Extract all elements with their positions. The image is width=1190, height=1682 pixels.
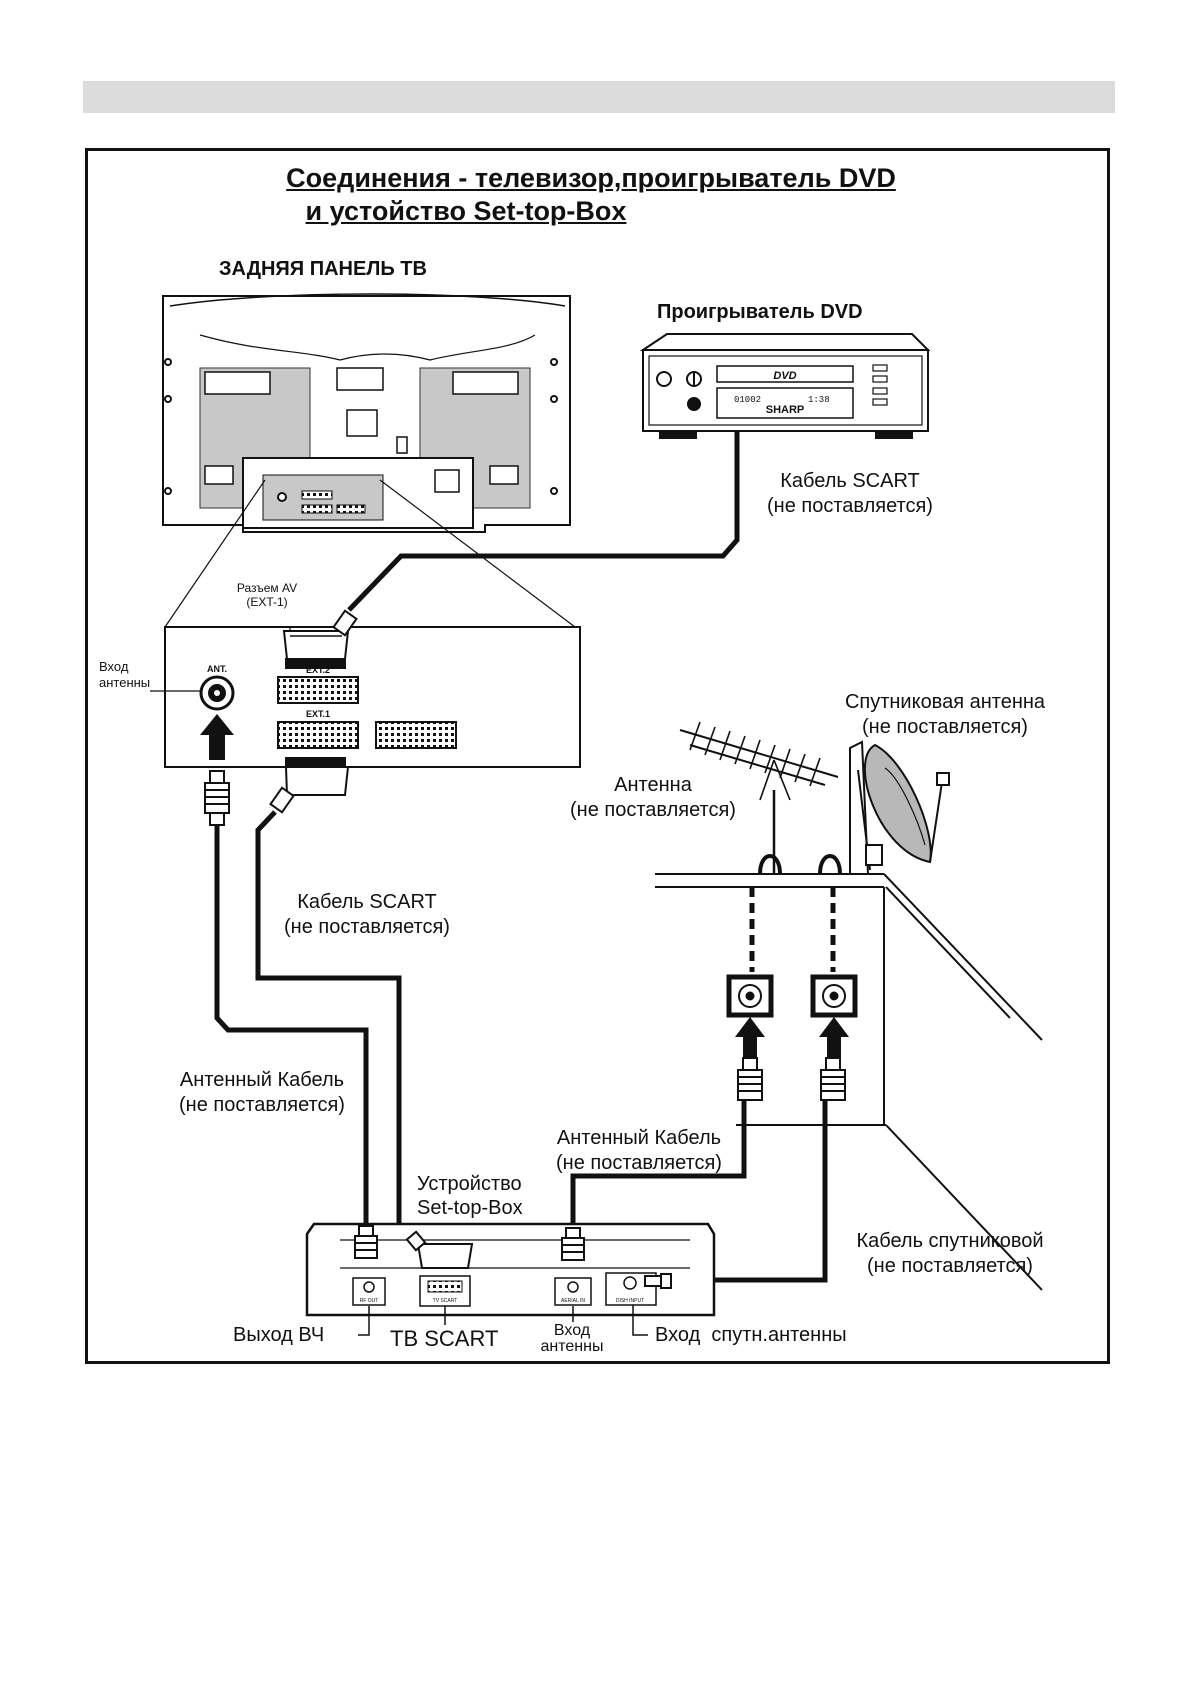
satellite-cable-line2: (не поставляется) [867,1255,1033,1277]
ant-arrow [200,714,234,760]
ant-input-line2: антенны [99,675,151,690]
antenna-label: Антенна (не поставляется) [553,773,753,823]
dvd-logo: DVD [773,370,796,382]
av-socket-label: Разъем AV (EXT-1) [222,581,312,609]
callout-aerial-line2: антенны [540,1338,604,1355]
satellite-cable-line1: Кабель спутниковой [856,1230,1044,1252]
wall-plugs [737,1057,846,1101]
wall-arrows [735,1017,849,1058]
av-panel [150,626,581,768]
dvd-brand: SHARP [766,404,805,416]
scart-cable-stb-label: Кабель SCART (не поставляется) [262,890,472,940]
antenna-line1: Антенна [614,774,692,796]
stb-plugs [354,1225,672,1289]
scart-cable-stb-line2: (не поставляется) [284,916,450,938]
satellite-dish [849,740,950,875]
building [655,873,1043,1291]
terrestrial-antenna [679,721,839,874]
ant-marking: ANT. [207,664,227,674]
dvd-display-right: 1:38 [808,395,830,405]
antenna-cable-left-label: Антенный Кабель (не поставляется) [156,1068,368,1118]
antenna-cable-left-line2: (не поставляется) [179,1094,345,1116]
port-dish-input: DISH INPUT [616,1298,644,1304]
ant-input-label: Вход антенны [99,659,150,691]
tv-back-panel [162,293,571,533]
ext1-marking: EXT.1 [306,709,330,719]
dvd-player [639,333,931,439]
port-rf-out: RF OUT [360,1298,379,1304]
scart-cable-dvd-line2: (не поставляется) [767,495,933,517]
stb-label-line1: Устройство [417,1173,522,1195]
port-aerial-in: AERIAL IN [561,1298,585,1304]
callout-rf-out: Выход ВЧ [233,1324,325,1346]
av-panel-markings: ANT. EXT.2 EXT.1 [207,664,330,719]
dvd-display-left: 01002 [734,395,761,405]
scart-cable-dvd-line1: Кабель SCART [780,470,920,492]
roof-cables [749,854,842,972]
stb-label-line2: Set-top-Box [417,1197,523,1219]
title-line1: Соединения - телевизор,проигрыватель DVD [286,163,896,193]
antenna-plug-tv [204,770,230,826]
dish-line2: (не поставляется) [862,716,1028,738]
av-socket-line2: (EXT-1) [246,595,288,609]
dish-label: Спутниковая антенна (не поставляется) [830,690,1060,740]
antenna-cable-mid-label: Антенный Кабель (не поставляется) [533,1126,745,1176]
dish-line1: Спутниковая антенна [844,691,1046,713]
ant-input-line1: Вход [99,659,129,674]
callout-aerial-in: Вход антенны [527,1323,617,1355]
scart-cable-stb-line1: Кабель SCART [297,891,437,913]
header-bar [83,81,1115,113]
antenna-cable-mid-line1: Антенный Кабель [556,1127,722,1149]
callout-dish-input: Вход спутн.антенны [655,1324,847,1346]
scart-plug-ext1 [269,757,350,814]
scart-cable-dvd-label: Кабель SCART (не поставляется) [745,469,955,519]
av-socket-line1: Разъем AV [236,581,298,595]
stb-callout-lines [358,1305,648,1336]
set-top-box [305,1222,716,1317]
tv-back-panel-label: ЗАДНЯЯ ПАНЕЛЬ ТВ [219,258,427,280]
antenna-cable-mid-line2: (не поставляется) [556,1152,722,1174]
scart-plug-ext2 [282,609,358,669]
callout-aerial-line1: Вход [553,1322,591,1339]
wall-sockets [726,974,858,1018]
dvd-player-label: Проигрыватель DVD [657,301,863,323]
stb-label: Устройство Set-top-Box [417,1172,523,1220]
diagram-frame [85,148,1110,1364]
title-line2: и устойство Set-top-Box [305,196,627,226]
stb-port-markings: RF OUT TV SCART AERIAL IN DISH INPUT [360,1298,644,1304]
antenna-line2: (не поставляется) [570,799,736,821]
ext2-marking: EXT.2 [306,665,330,675]
dvd-markings: DVD 01002 1:38 SHARP [734,370,830,416]
satellite-cable-label: Кабель спутниковой (не поставляется) [840,1229,1060,1279]
cables [214,431,828,1283]
antenna-cable-left-line1: Антенный Кабель [179,1069,345,1091]
port-tv-scart: TV SCART [433,1298,458,1304]
callout-tv-scart: ТВ SCART [390,1326,499,1351]
